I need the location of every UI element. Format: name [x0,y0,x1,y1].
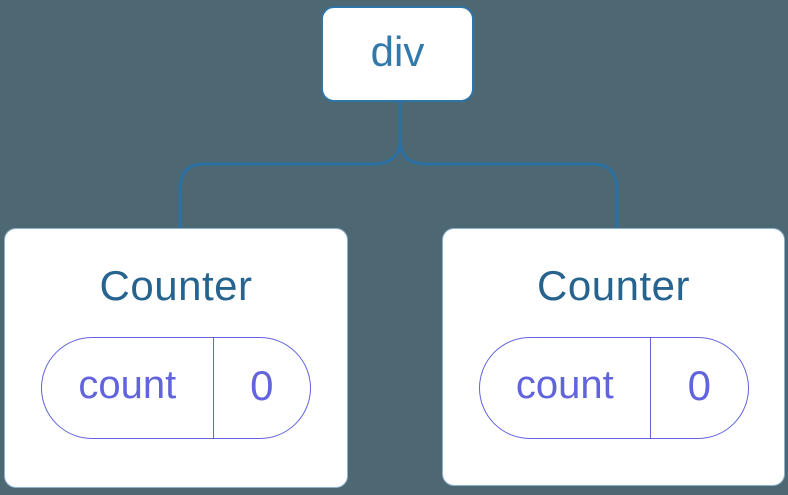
connector-right-branch [398,102,619,229]
state-key-label: count [78,363,177,408]
state-value-label: 0 [687,362,711,410]
tree-node-div: div [321,6,474,102]
root-node-label: div [370,28,425,75]
component-title: Counter [99,262,253,309]
state-pill: count 0 [41,337,311,440]
state-value-label: 0 [250,362,274,410]
connector-left-branch [178,102,402,229]
counter-card-left: Counter count 0 [4,228,348,488]
state-value-cell: 0 [214,338,310,438]
component-title: Counter [537,262,690,309]
state-key-cell: count [480,338,652,439]
state-key-cell: count [42,338,214,439]
counter-card-right: Counter count 0 [442,228,785,486]
state-key-label: count [515,363,614,408]
state-value-cell: 0 [651,338,747,438]
state-pill: count 0 [478,337,749,440]
